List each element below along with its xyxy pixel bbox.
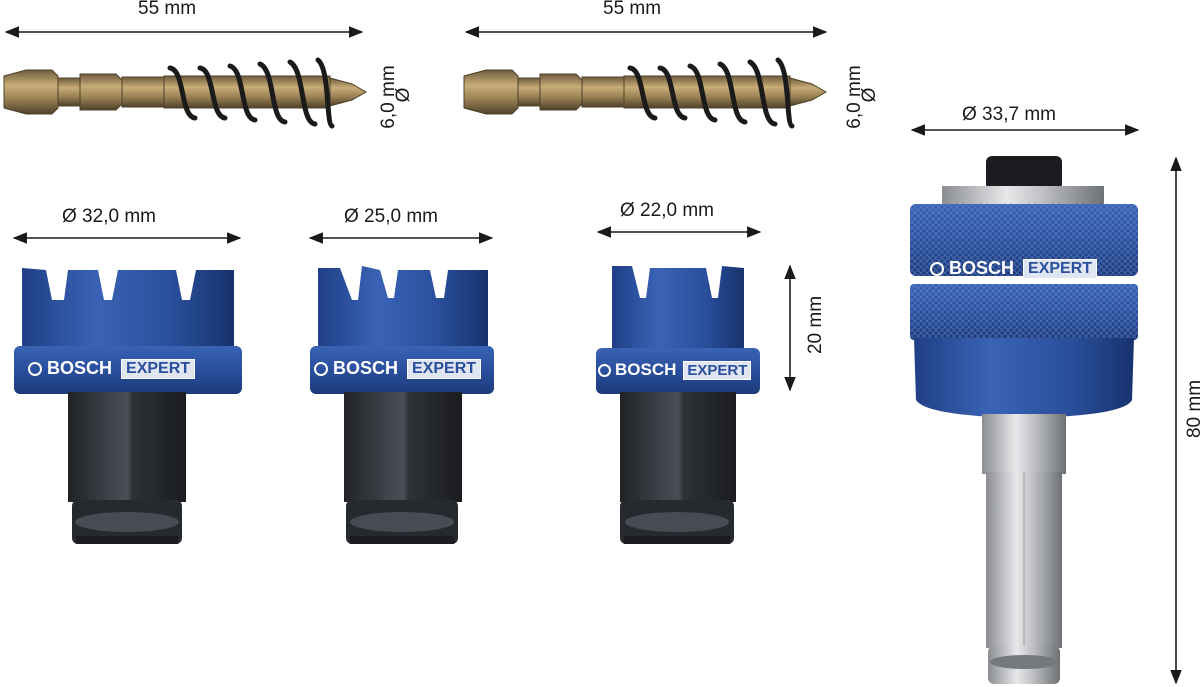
adapter-diameter-label: Ø 33,7 mm (962, 104, 1056, 125)
brand-logo-saw-large: BOSCH EXPERT (28, 358, 196, 379)
brand-logo-adapter: BOSCH EXPERT (930, 258, 1098, 279)
bosch-armature-icon (598, 363, 611, 377)
saw-height-label: 20 mm (805, 295, 826, 355)
bit-right-length-label: 55 mm (603, 0, 662, 19)
brand-logo-saw-medium: BOSCH EXPERT (314, 358, 482, 379)
bosch-armature-icon (930, 261, 944, 276)
adapter-length-label: 80 mm (1184, 379, 1200, 439)
saw-large-diameter-label: Ø 32,0 mm (62, 206, 156, 227)
bit-left-length-label: 55 mm (138, 0, 197, 19)
hole-saw-small (596, 266, 760, 544)
bit-left-diameter-symbol: Ø (393, 87, 414, 103)
pilot-bit-right (463, 57, 828, 129)
pilot-bit-left (3, 57, 368, 129)
bosch-armature-icon (314, 361, 328, 376)
saw-medium-diameter-label: Ø 25,0 mm (344, 206, 438, 227)
hole-saw-medium (310, 266, 494, 544)
bosch-armature-icon (28, 361, 42, 376)
brand-logo-saw-small: BOSCH EXPERT (598, 360, 752, 380)
hole-saw-adapter (910, 156, 1138, 684)
bit-right-diameter-symbol: Ø (859, 87, 880, 103)
saw-small-diameter-label: Ø 22,0 mm (620, 200, 714, 221)
hole-saw-large (14, 268, 242, 544)
